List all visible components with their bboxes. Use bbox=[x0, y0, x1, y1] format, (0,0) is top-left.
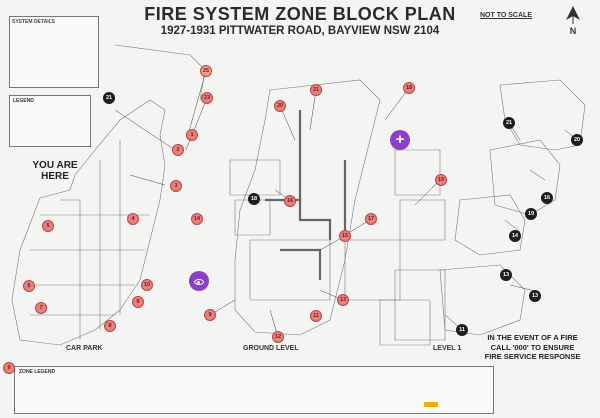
block-number: 14 bbox=[511, 233, 519, 239]
add-glyph: + bbox=[395, 131, 405, 148]
zone-marker[interactable]: 14 bbox=[191, 213, 203, 225]
zone-marker[interactable]: 10 bbox=[141, 279, 153, 291]
north-arrow-icon: N bbox=[566, 6, 580, 36]
block-marker[interactable]: 20 bbox=[571, 134, 583, 146]
zone-marker[interactable]: 16 bbox=[284, 195, 296, 207]
zone-number: 20 bbox=[276, 103, 284, 109]
zone-number: 21 bbox=[312, 87, 320, 93]
zone-number: 18 bbox=[405, 85, 413, 91]
block-number: 21 bbox=[505, 120, 513, 126]
zone-number: 9 bbox=[208, 312, 212, 318]
block-marker[interactable]: 13 bbox=[529, 290, 541, 302]
zone-marker[interactable]: 25 bbox=[200, 65, 212, 77]
zone-number: 4 bbox=[131, 216, 135, 222]
zone-number: 15 bbox=[341, 233, 349, 239]
zone-number: 6 bbox=[27, 283, 31, 289]
block-number: 13 bbox=[502, 272, 510, 278]
block-marker[interactable]: 21 bbox=[503, 117, 515, 129]
zone-marker[interactable]: 12 bbox=[272, 331, 284, 343]
zone-number: 11 bbox=[313, 313, 319, 319]
block-marker[interactable]: 11 bbox=[456, 324, 468, 336]
zone-marker[interactable]: 15 bbox=[339, 230, 351, 242]
car-park-label: CAR PARK bbox=[66, 345, 103, 352]
block-number: 20 bbox=[573, 137, 581, 143]
scale-note: NOT TO SCALE bbox=[480, 12, 532, 19]
zone-marker[interactable]: 3 bbox=[170, 180, 182, 192]
block-marker[interactable]: 21 bbox=[103, 92, 115, 104]
zone-marker[interactable]: 11 bbox=[310, 310, 322, 322]
emergency-line-1: IN THE EVENT OF A FIRE bbox=[487, 333, 578, 342]
system-details-panel: SYSTEM DETAILS bbox=[9, 16, 99, 88]
block-number: 13 bbox=[531, 293, 539, 299]
zone-number: 9 bbox=[7, 365, 11, 371]
zone-marker[interactable]: 9 bbox=[132, 296, 144, 308]
zone-marker[interactable]: 8 bbox=[104, 320, 116, 332]
zone-marker[interactable]: 9 bbox=[204, 309, 216, 321]
eye-icon bbox=[194, 279, 204, 285]
level-1-label: LEVEL 1 bbox=[433, 345, 462, 352]
block-number: 21 bbox=[105, 95, 113, 101]
zone-marker[interactable]: 23 bbox=[201, 92, 213, 104]
block-number: 11 bbox=[459, 327, 465, 333]
zone-number: 13 bbox=[339, 297, 347, 303]
emergency-notice: IN THE EVENT OF A FIRE CALL '000' TO ENS… bbox=[470, 333, 595, 362]
zone-marker[interactable]: 17 bbox=[365, 213, 377, 225]
you-are-here-label: YOU ARE HERE bbox=[30, 160, 80, 182]
zone-number: 8 bbox=[108, 323, 112, 329]
zone-marker[interactable]: 13 bbox=[337, 294, 349, 306]
zone-number: 9 bbox=[136, 299, 140, 305]
block-marker[interactable]: 14 bbox=[509, 230, 521, 242]
block-number: 19 bbox=[527, 211, 535, 217]
block-marker[interactable]: 19 bbox=[525, 208, 537, 220]
view-toggle-button[interactable] bbox=[189, 271, 209, 291]
highlight-swatch bbox=[424, 402, 438, 407]
zone-number: 25 bbox=[202, 68, 210, 74]
legend-heading: LEGEND bbox=[13, 98, 34, 104]
zone-number: 3 bbox=[174, 183, 178, 189]
zone-marker[interactable]: 19 bbox=[435, 174, 447, 186]
zone-marker[interactable]: 7 bbox=[35, 302, 47, 314]
zone-number: 2 bbox=[176, 147, 180, 153]
legend-panel: LEGEND bbox=[9, 95, 91, 147]
you-are-line-1: YOU ARE bbox=[32, 160, 78, 171]
zone-legend-panel: ZONE LEGEND bbox=[14, 366, 494, 414]
block-number: 16 bbox=[543, 195, 551, 201]
zone-marker[interactable]: 20 bbox=[274, 100, 286, 112]
plan-title: FIRE SYSTEM ZONE BLOCK PLAN bbox=[144, 4, 456, 24]
zone-number: 10 bbox=[143, 282, 151, 288]
you-are-line-2: HERE bbox=[41, 171, 69, 182]
emergency-line-3: FIRE SERVICE RESPONSE bbox=[484, 352, 581, 361]
zone-number: 5 bbox=[46, 223, 50, 229]
zone-number: 17 bbox=[367, 216, 375, 222]
zone-marker[interactable]: 6 bbox=[23, 280, 35, 292]
zone-legend-heading: ZONE LEGEND bbox=[19, 369, 56, 375]
block-marker[interactable]: 16 bbox=[541, 192, 553, 204]
zone-number: 14 bbox=[193, 216, 201, 222]
zone-marker[interactable]: 21 bbox=[310, 84, 322, 96]
north-label: N bbox=[570, 26, 577, 36]
zone-number: 1 bbox=[190, 132, 194, 138]
plan-address: 1927-1931 PITTWATER ROAD, BAYVIEW NSW 21… bbox=[160, 25, 440, 37]
zone-marker[interactable]: 9 bbox=[3, 362, 15, 374]
zone-number: 12 bbox=[274, 334, 282, 340]
block-number: 18 bbox=[250, 196, 258, 202]
zone-marker[interactable]: 18 bbox=[403, 82, 415, 94]
zone-marker[interactable]: 2 bbox=[172, 144, 184, 156]
zone-marker[interactable]: 5 bbox=[42, 220, 54, 232]
emergency-line-2: CALL '000' TO ENSURE bbox=[490, 342, 575, 352]
system-details-heading: SYSTEM DETAILS bbox=[12, 19, 55, 25]
ground-level-label: GROUND LEVEL bbox=[243, 345, 299, 352]
zone-number: 23 bbox=[203, 95, 211, 101]
add-marker-button[interactable]: + bbox=[390, 130, 410, 150]
zone-number: 7 bbox=[39, 305, 43, 311]
zone-marker[interactable]: 4 bbox=[127, 213, 139, 225]
zone-number: 16 bbox=[286, 198, 294, 204]
block-marker[interactable]: 18 bbox=[248, 193, 260, 205]
block-marker[interactable]: 13 bbox=[500, 269, 512, 281]
zone-number: 19 bbox=[437, 177, 445, 183]
zone-marker[interactable]: 1 bbox=[186, 129, 198, 141]
